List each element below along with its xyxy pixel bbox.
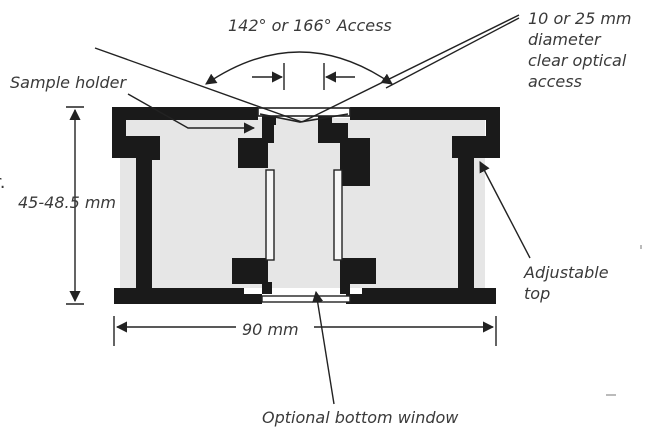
access-angle-label: 142° or 166° Access — [228, 16, 392, 35]
height-label: 45-48.5 mm — [18, 193, 117, 212]
adjustable-top-leader — [479, 161, 531, 259]
bottom-window-leader — [312, 290, 335, 405]
optical-access-line-1: 10 or 25 mm — [528, 9, 632, 28]
optical-access-leader — [385, 17, 520, 89]
edge-marks — [606, 245, 642, 396]
optical-access-label: 10 or 25 mm diameter clear optical acces… — [528, 8, 632, 92]
sample-holder-label: Sample holder — [10, 73, 127, 92]
access-angle-arc — [205, 51, 393, 85]
cell-interior — [120, 118, 485, 288]
top-plate-right — [350, 107, 500, 142]
height-dimension — [66, 106, 84, 305]
sample-holder-leader — [127, 93, 256, 134]
inner-windows — [261, 169, 351, 303]
cropped-text-fragment: r. — [0, 172, 6, 193]
base-plate-right — [346, 288, 496, 304]
top-plate-left — [112, 107, 258, 142]
cell-body — [112, 107, 500, 304]
optical-access-line-3: clear optical — [528, 51, 627, 70]
bottom-window-label: Optional bottom window — [262, 408, 459, 427]
adjustable-top-line-1: Adjustable — [524, 263, 609, 282]
adjustable-top-label: Adjustable top — [524, 262, 609, 304]
optical-access-line-4: access — [528, 72, 582, 91]
access-lines — [94, 14, 520, 123]
width-dimension — [113, 316, 497, 346]
adjustable-top-line-2: top — [524, 284, 551, 303]
optical-access-line-2: diameter — [528, 30, 601, 49]
width-label: 90 mm — [242, 320, 299, 339]
optical-diameter-marks — [252, 63, 355, 90]
base-plate-left — [114, 288, 262, 304]
